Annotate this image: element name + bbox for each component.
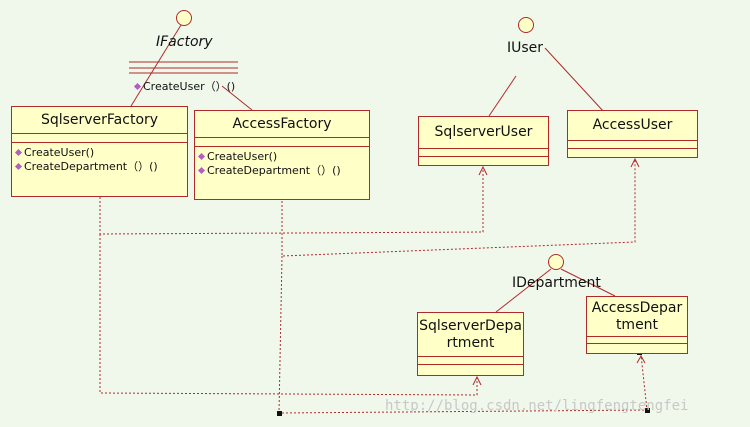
- attributes-compartment: [419, 149, 548, 157]
- arrow-access-department: [636, 354, 646, 364]
- attributes-compartment: [195, 138, 369, 147]
- arrow-access-user: [630, 157, 640, 168]
- ifactory-operation: CreateUser（）(): [133, 80, 235, 94]
- class-name: SqlserverUser: [419, 117, 548, 149]
- iuser-name: IUser: [507, 40, 544, 56]
- iuser-lollipop: [518, 17, 534, 33]
- attributes-compartment: [568, 141, 697, 149]
- sqlserver-factory-class[interactable]: SqlserverFactory CreateUser() CreateDepa…: [11, 106, 188, 197]
- arrow-sqlserver-user: [478, 165, 488, 176]
- dep-sqlserver-factory-to-sqlserver-user: [99, 168, 484, 235]
- sqlserver-department-class[interactable]: SqlserverDepa rtment: [417, 312, 524, 376]
- attributes-compartment: [587, 337, 687, 344]
- idepartment-name: IDepartment: [512, 275, 601, 291]
- ifactory-name: IFactory: [156, 34, 213, 50]
- class-name: SqlserverFactory: [12, 107, 187, 134]
- iuser-to-sqlserver-user: [488, 75, 517, 117]
- operation-icon: [14, 162, 23, 171]
- watermark: http://blog.csdn.net/lingfengtengfei: [385, 398, 689, 414]
- dep-access-factory-to-access-department: [278, 255, 648, 414]
- idepartment-lollipop: [548, 254, 564, 270]
- attributes-compartment: [418, 357, 523, 365]
- class-name: SqlserverDepa rtment: [418, 313, 523, 357]
- attributes-compartment: [12, 134, 187, 143]
- operation-icon: [197, 152, 206, 161]
- class-name: AccessUser: [568, 111, 697, 141]
- access-department-class[interactable]: AccessDepar tment: [586, 296, 688, 354]
- class-name: AccessFactory: [195, 111, 369, 138]
- operations-compartment: CreateUser() CreateDepartment（）(): [12, 143, 187, 174]
- arrow-sqlserver-department: [472, 375, 482, 386]
- operations-compartment: CreateUser() CreateDepartment（）(): [195, 147, 369, 178]
- sqlserver-user-class[interactable]: SqlserverUser: [418, 116, 549, 166]
- class-name: AccessDepar tment: [587, 297, 687, 337]
- ifactory-to-access-factory: [221, 85, 253, 111]
- ifactory-lollipop: [176, 10, 192, 26]
- access-factory-class[interactable]: AccessFactory CreateUser() CreateDepartm…: [194, 110, 370, 200]
- dep-sqlserver-factory-to-sqlserver-department: [99, 234, 478, 396]
- operation-icon: [197, 166, 206, 175]
- iuser-to-access-user: [544, 47, 605, 113]
- endpoint-bottom-left: [277, 411, 282, 416]
- operation-icon: [14, 148, 23, 157]
- operation-icon: [133, 82, 142, 91]
- idepartment-to-access-department: [560, 268, 616, 297]
- idepartment-to-sqlserver-department: [495, 268, 552, 313]
- access-user-class[interactable]: AccessUser: [567, 110, 698, 158]
- endpoint-bottom-right: [645, 408, 650, 413]
- dep-access-factory-to-access-user: [281, 160, 636, 257]
